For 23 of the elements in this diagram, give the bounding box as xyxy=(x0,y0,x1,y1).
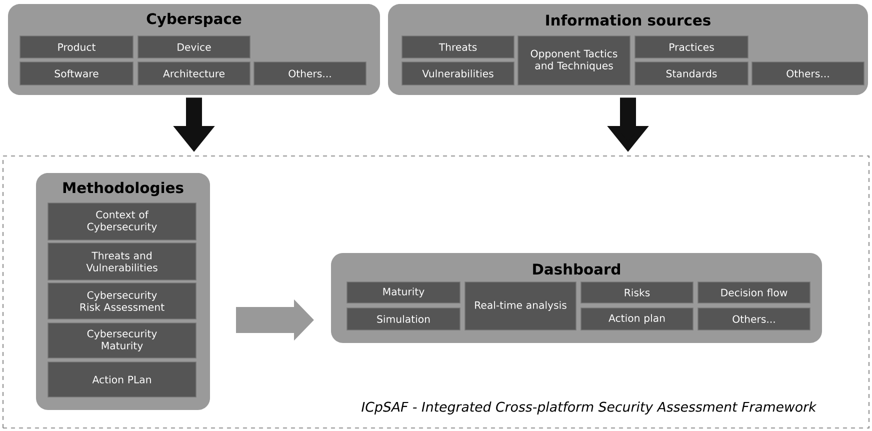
item-box: Standards xyxy=(634,62,748,86)
item-box: Context of Cybersecurity xyxy=(48,202,196,240)
item-box: Cybersecurity Maturity xyxy=(48,322,196,358)
item-box: Architecture xyxy=(138,62,250,86)
item-box: Real-time analysis xyxy=(464,282,576,330)
item-box: Risks xyxy=(580,282,694,304)
item-box: Action PLan xyxy=(48,362,196,398)
item-box: Others... xyxy=(254,62,366,86)
item-box: Cybersecurity Risk Assessment xyxy=(48,282,196,320)
item-box: Device xyxy=(138,36,250,58)
item-box: Threats and Vulnerabilities xyxy=(48,242,196,280)
item-box: Maturity xyxy=(346,282,460,304)
item-box: Others... xyxy=(698,308,810,330)
item-box: Practices xyxy=(634,36,748,58)
item-box: Opponent Tactics and Techniques xyxy=(518,36,630,86)
item-box: Action plan xyxy=(580,308,694,330)
item-box: Simulation xyxy=(346,308,460,330)
item-box: Decision flow xyxy=(698,282,810,304)
item-box: Software xyxy=(20,62,134,86)
item-box: Vulnerabilities xyxy=(402,62,514,86)
item-box: Threats xyxy=(402,36,514,58)
item-box: Product xyxy=(20,36,134,58)
item-box: Others... xyxy=(752,62,864,86)
